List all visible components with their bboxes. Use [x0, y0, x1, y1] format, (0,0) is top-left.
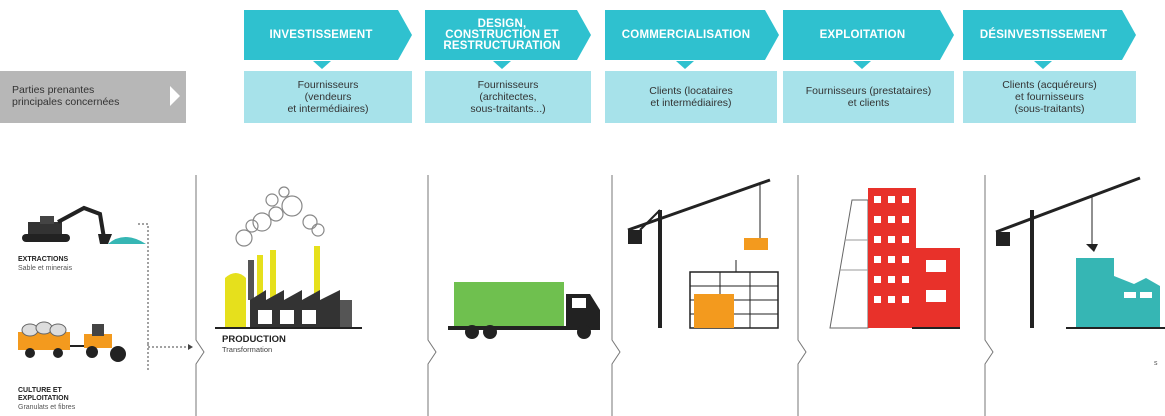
play-arrow-icon: [170, 86, 180, 106]
factory-icon: [215, 186, 362, 329]
phase-arrow-desinvestissement: [963, 10, 1136, 60]
phase-arrow-commercialisation: [605, 10, 779, 60]
phase-investissement: INVESTISSEMENT: [269, 29, 373, 41]
stakeholder-exploitation: Fournisseurs (prestataires) et clients: [783, 71, 954, 123]
down-triangle-icon: [1034, 61, 1052, 69]
teal-building-icon: [1066, 258, 1165, 329]
culture-title: CULTURE ET EXPLOITATION: [18, 387, 69, 402]
lifecycle-illustration: [18, 175, 1165, 416]
stakeholder-desinvestissement: Clients (acquéreurs) et fournisseurs (so…: [963, 71, 1136, 123]
down-triangle-icon: [853, 61, 871, 69]
tractor-icon: [18, 321, 126, 362]
culture-subtitle: Granulats et fibres: [18, 404, 76, 411]
phase-arrows: [244, 10, 1136, 60]
truck-icon: [448, 282, 600, 339]
source-connectors: [138, 223, 188, 372]
extractions-title: EXTRACTIONS: [18, 256, 69, 263]
demolition-crane-icon: [995, 176, 1141, 328]
excavator-icon: [22, 205, 146, 244]
production-subtitle: Transformation: [222, 345, 273, 354]
stakeholder-commercialisation: Clients (locataires et intermédiaires): [605, 71, 777, 123]
phase-arrow-design: [425, 10, 591, 60]
extractions-subtitle: Sable et minerais: [18, 265, 73, 272]
phase-desinvestissement: DÉSINVESTISSEMENT: [979, 29, 1108, 41]
production-title: PRODUCTION: [222, 334, 286, 345]
section-dividers: [195, 175, 994, 416]
down-triangle-icon: [676, 61, 694, 69]
phase-arrow-investissement: [244, 10, 412, 60]
stakeholder-design: Fournisseurs (architectes, sous-traitant…: [425, 71, 591, 123]
phase-commercialisation: COMMERCIALISATION: [621, 29, 751, 41]
building-icon: [829, 188, 960, 329]
corner-mark: s: [1154, 360, 1158, 367]
down-triangle-icon: [493, 61, 511, 69]
stakeholder-investissement: Fournisseurs (vendeurs et intermédiaires…: [244, 71, 412, 123]
phase-arrow-exploitation: [783, 10, 954, 60]
stakeholders-label: Parties prenantes principales concernées: [12, 84, 120, 108]
phase-exploitation: EXPLOITATION: [819, 29, 906, 41]
phase-design: DESIGN, CONSTRUCTION ET RESTRUCTURATION: [443, 17, 561, 52]
stakeholders-label-box: [0, 71, 186, 123]
down-triangle-icon: [313, 61, 331, 69]
scaffold-building-icon: [689, 260, 779, 329]
crane-icon: [627, 178, 771, 328]
